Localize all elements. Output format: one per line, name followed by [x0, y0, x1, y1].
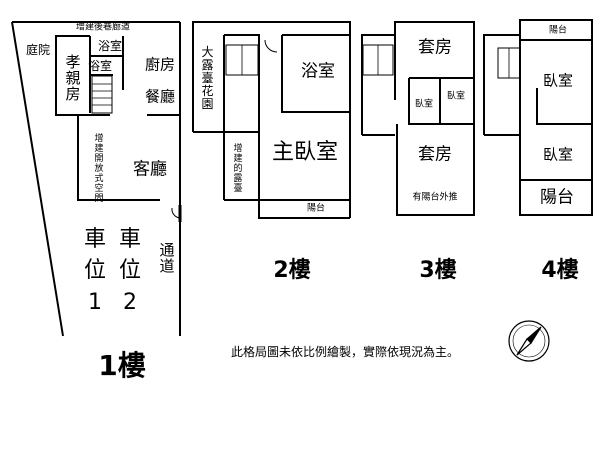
- label-suite-bottom: 套房: [418, 144, 452, 165]
- label-bath: 浴室: [301, 61, 335, 82]
- floor2-walls: [192, 21, 351, 219]
- label-parking2-a: 車: [118, 227, 142, 252]
- label-bath-a: 浴室: [97, 39, 123, 53]
- floor4-title: 4樓: [541, 258, 579, 283]
- label-parking2-c: 2: [123, 290, 137, 315]
- label-terrace: 增建的露臺: [231, 143, 242, 193]
- label-bedroom-b: 臥室: [446, 91, 466, 102]
- compass-icon: [508, 320, 550, 362]
- label-open-space: 增建開放式空間: [92, 133, 103, 203]
- disclaimer-note: 此格局圖未依比例繪製，實際依現況為主。: [230, 345, 460, 359]
- label-bath-b: 浴室: [87, 59, 113, 73]
- label-living: 客廳: [133, 159, 167, 180]
- floor2-title: 2樓: [273, 258, 311, 283]
- label-bedroom-a: 臥室: [542, 71, 574, 90]
- label-master-bedroom: 主臥室: [271, 140, 339, 165]
- label-bedroom-b: 臥室: [542, 145, 574, 164]
- label-parking1-c: 1: [88, 290, 102, 315]
- label-balcony-note: 有陽台外推: [412, 192, 458, 203]
- label-parking1-a: 車: [83, 227, 107, 252]
- label-kitchen: 廚房: [144, 55, 176, 74]
- label-aisle: 通道: [157, 242, 176, 274]
- floor4-walls: [483, 19, 593, 216]
- label-dining: 餐廳: [144, 87, 176, 106]
- label-balcony: 陽台: [306, 203, 326, 214]
- floor1-walls: [11, 21, 182, 337]
- label-garden: 大露臺花園: [200, 45, 214, 111]
- label-balcony-bottom: 陽台: [540, 187, 574, 208]
- label-parents-room: 孝親房: [63, 54, 82, 102]
- floor3-title: 3樓: [419, 258, 457, 283]
- label-parking1-b: 位: [83, 258, 107, 283]
- floor3-walls: [361, 21, 475, 216]
- floor1-title: 1樓: [98, 349, 146, 382]
- label-rear-corridor: 增建後巷廊道: [75, 22, 131, 33]
- label-balcony-top: 陽台: [548, 25, 568, 36]
- label-bedroom-a: 臥室: [414, 99, 434, 110]
- label-courtyard: 庭院: [25, 43, 51, 57]
- label-suite-top: 套房: [418, 37, 452, 58]
- label-parking2-b: 位: [118, 258, 142, 283]
